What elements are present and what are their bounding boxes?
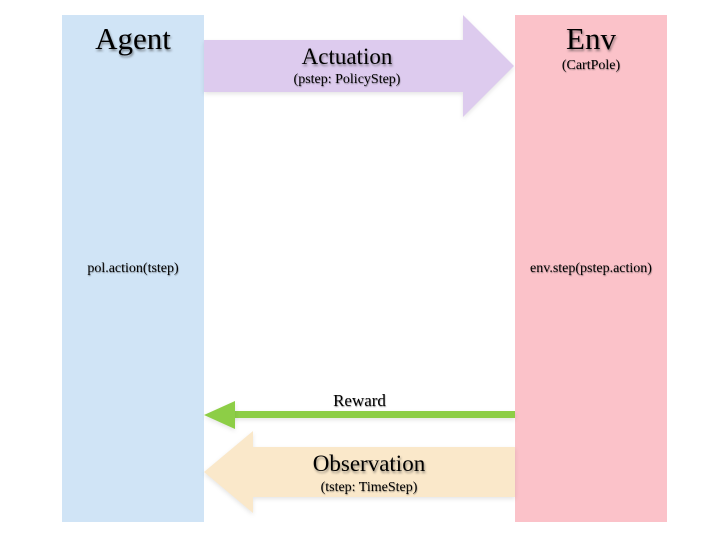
reward-arrow-line — [228, 411, 515, 418]
actuation-arrow-right-icon — [204, 15, 514, 117]
observation-label: Observation — [312, 451, 426, 476]
env-subtitle: (CartPole) — [561, 57, 621, 73]
observation-arrow-left-icon — [204, 431, 515, 513]
env-title: Env — [566, 21, 616, 56]
actuation-sublabel: (pstep: PolicyStep) — [293, 72, 401, 87]
agent-code-label: pol.action(tstep) — [87, 261, 179, 276]
reward-label: Reward — [333, 391, 386, 410]
agent-title: Agent — [95, 21, 171, 56]
reward-arrow-left-icon — [204, 401, 235, 429]
env-code-label: env.step(pstep.action) — [530, 261, 652, 276]
observation-sublabel: (tstep: TimeStep) — [320, 480, 418, 495]
agent-box: Agent pol.action(tstep) — [62, 15, 204, 522]
actuation-label: Actuation — [301, 44, 393, 69]
env-box: Env (CartPole) env.step(pstep.action) — [515, 15, 667, 522]
